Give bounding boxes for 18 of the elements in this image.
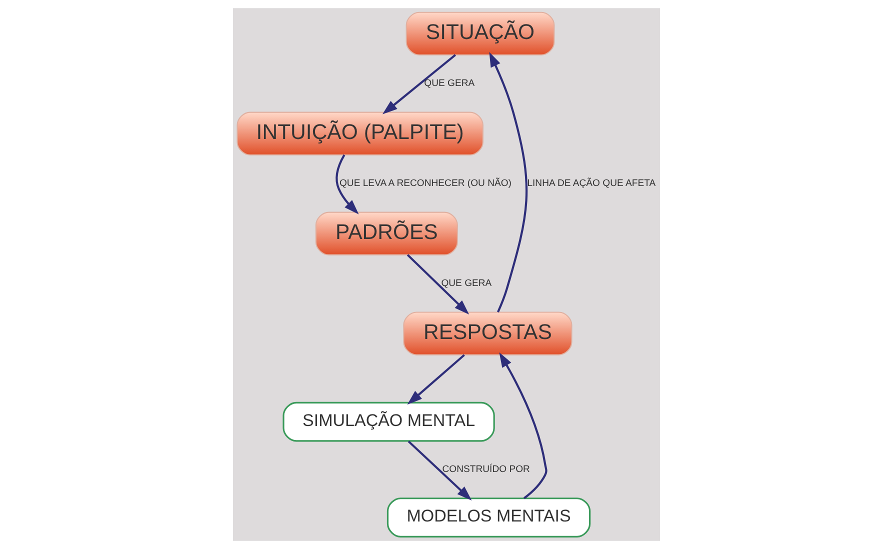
node-box: INTUIÇÃO (PALPITE) (236, 112, 484, 156)
arrow (499, 352, 548, 500)
edge-label: QUE LEVA A RECONHECER (OU NÃO) (340, 178, 512, 189)
arrow (407, 354, 465, 405)
arrow (382, 54, 456, 114)
arrow (408, 440, 472, 501)
edge-label: QUE GERA (424, 78, 475, 89)
edge-label: LINHA DE AÇÃO QUE AFETA (527, 178, 656, 189)
arrow (336, 154, 359, 214)
node-box: SIMULAÇÃO MENTAL (282, 402, 495, 442)
node-box: MODELOS MENTAIS (386, 498, 591, 538)
node-box: SITUAÇÃO (406, 12, 555, 56)
arrow (406, 254, 470, 314)
arrow (489, 52, 528, 312)
edge-label: CONSTRUÍDO POR (442, 464, 530, 475)
node-box: PADRÕES (315, 212, 458, 256)
node-box: RESPOSTAS (403, 312, 572, 356)
edge-label: QUE GERA (441, 278, 492, 289)
